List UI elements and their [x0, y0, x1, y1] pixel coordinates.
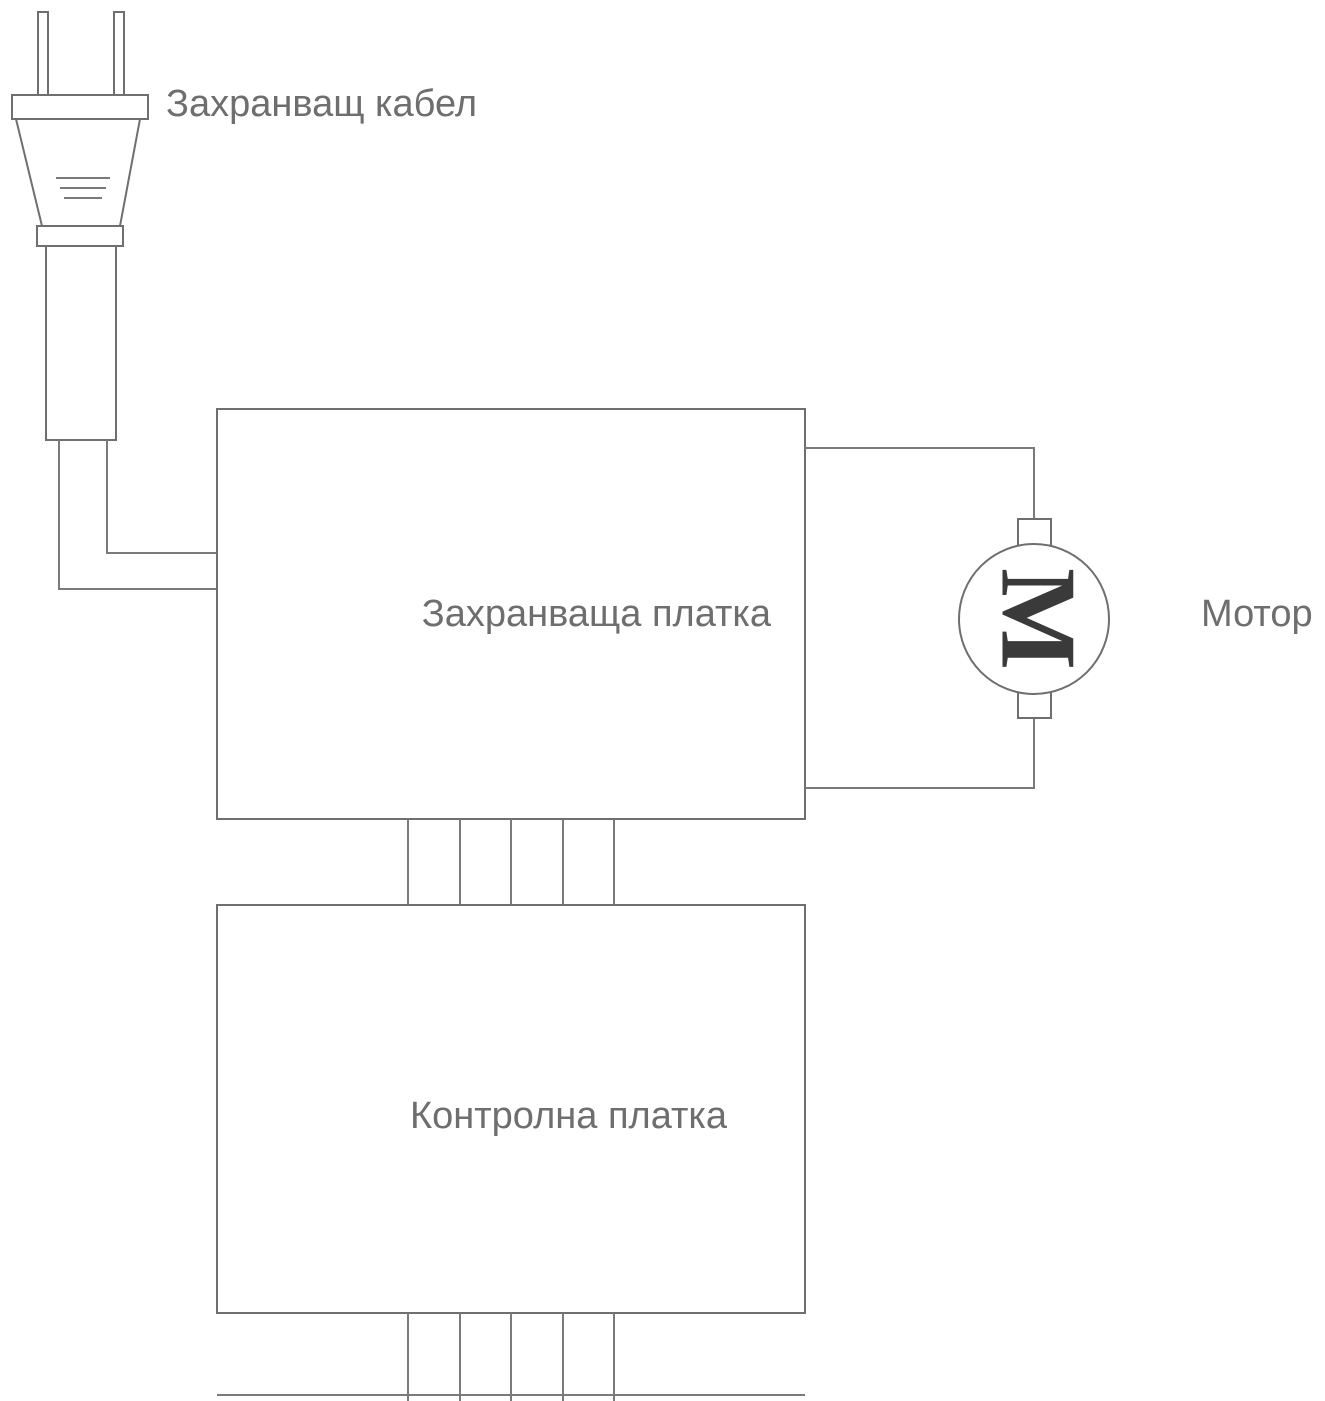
power-board	[216, 408, 806, 820]
motor-label: Мотор	[1201, 593, 1313, 635]
plug-collar	[36, 225, 124, 247]
control-board	[216, 904, 806, 1314]
cable-wire-inner	[106, 440, 217, 554]
bus-control-to-next	[407, 1313, 615, 1401]
motor-terminal-top	[1017, 518, 1052, 548]
bus-power-to-control	[407, 819, 615, 905]
motor-symbol: M	[979, 568, 1098, 670]
power-board-label: Захранваща платка	[422, 593, 772, 635]
motor-icon: M	[958, 518, 1110, 719]
power-cable-label: Захранващ кабел	[166, 83, 477, 125]
motor-body	[958, 543, 1110, 695]
power-plug-icon	[11, 11, 149, 441]
plug-body	[14, 118, 142, 227]
plug-prong-right	[113, 11, 125, 96]
plug-head	[11, 94, 149, 120]
control-board-label: Контролна платка	[410, 1095, 728, 1137]
plug-sleeve	[45, 245, 117, 441]
motor-wire-top	[805, 447, 1035, 519]
motor-wire-bottom	[805, 717, 1035, 789]
cable-wire-outer	[58, 440, 217, 590]
plug-prong-left	[37, 11, 49, 96]
